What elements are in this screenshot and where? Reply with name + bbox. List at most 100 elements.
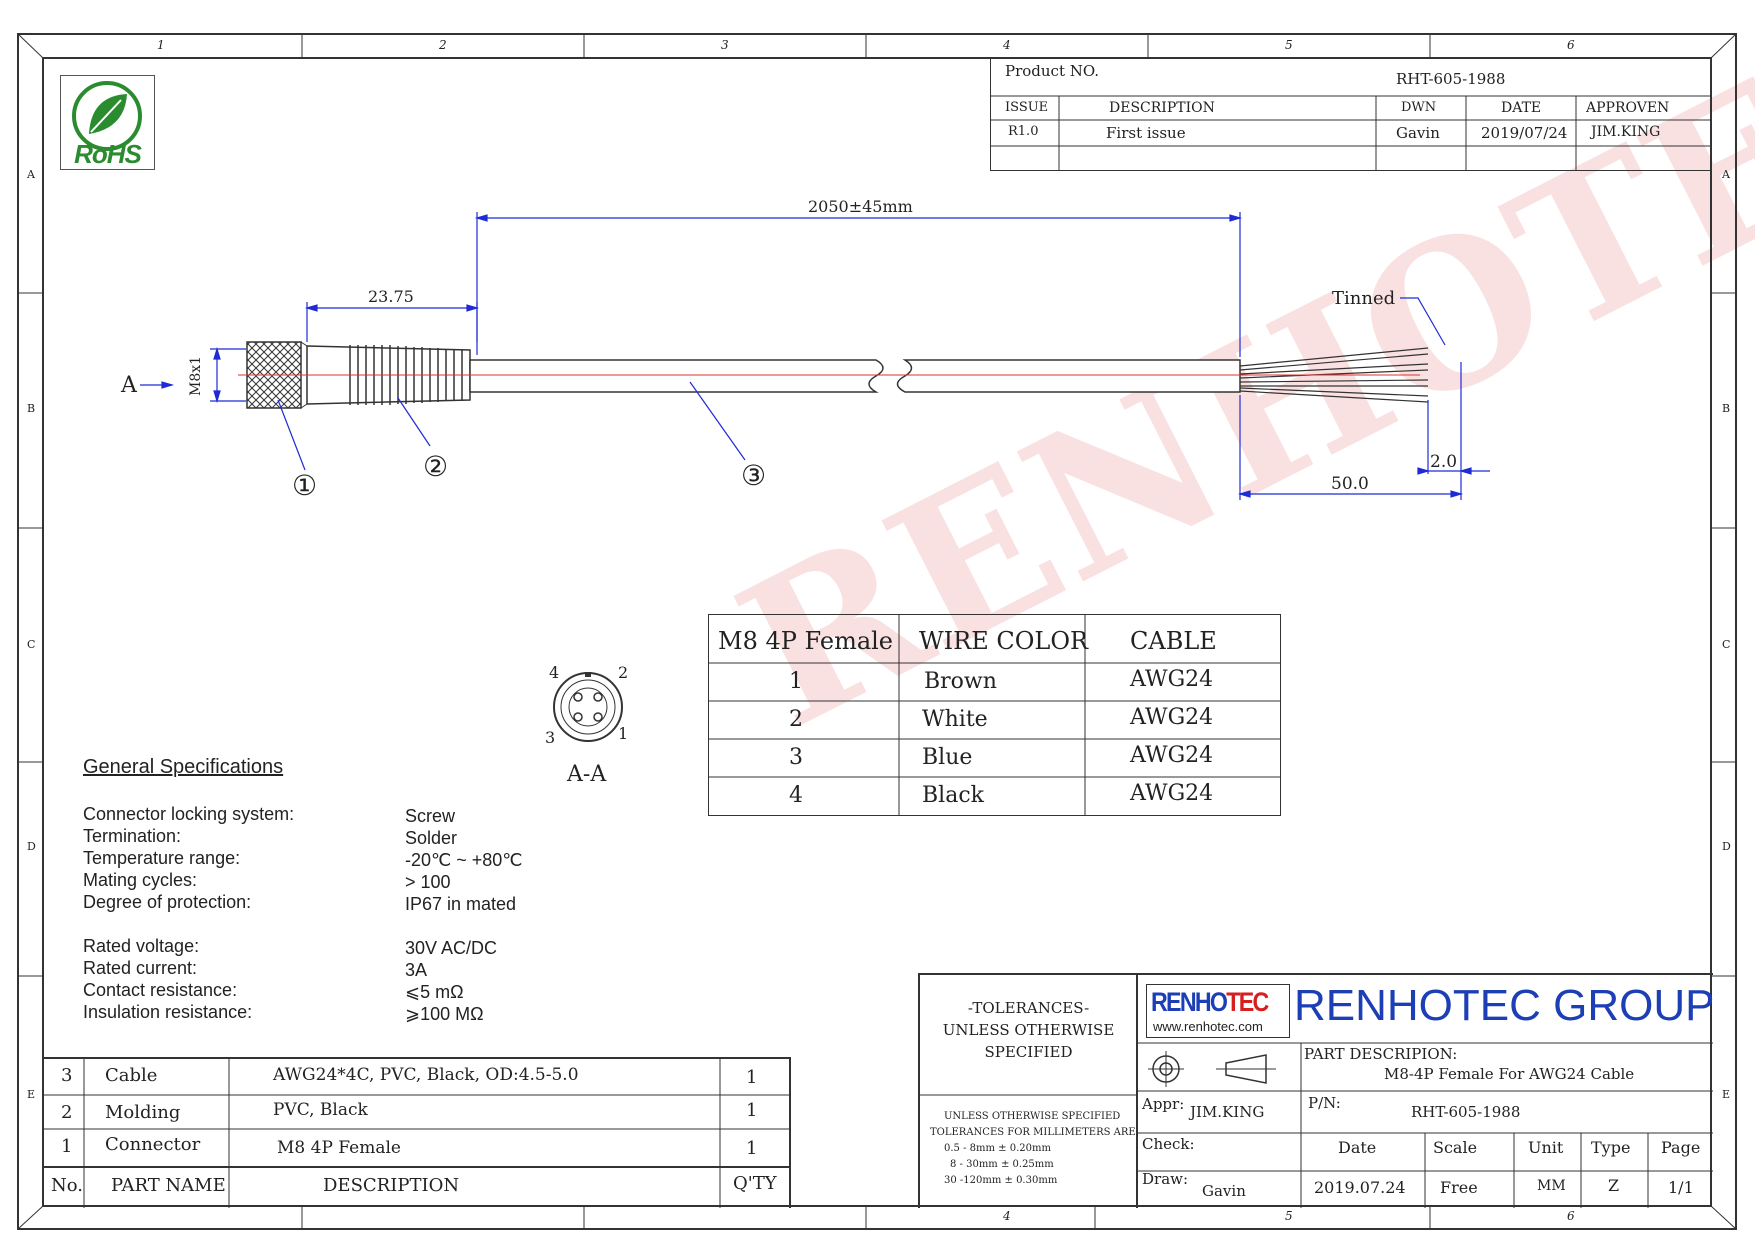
wire-table-row-4-color: Black [922,783,984,808]
spec-label: Rated voltage: [83,936,200,956]
rohs-logo: RoHS [60,75,155,170]
bom-row-3-no: 3 [61,1065,73,1086]
pin-4 [573,692,583,702]
bom-row-2-no: 2 [61,1102,73,1123]
bom-row-2-desc: PVC, Black [273,1100,368,1120]
dimension-lines [140,212,1490,500]
wire-table-row-3-color: Blue [922,745,973,770]
wire-table-header-cable: CABLE [1130,627,1217,655]
wire-table-row-4-pin: 4 [789,783,803,808]
wire-table-header-color: WIRE COLOR [919,627,1089,655]
wire-table-row-2-pin: 2 [789,707,803,732]
appr-label: Appr: [1142,1095,1185,1113]
col-label-4: 4 [1003,38,1011,52]
dim-tin-label: 2.0 [1430,452,1458,472]
type-col-label: Type [1591,1138,1631,1157]
bom-header-qty: Q'TY [733,1173,777,1194]
draw-label: Draw: [1142,1170,1189,1188]
pin-label-2: 2 [618,663,629,682]
spec-value: Screw [405,806,456,826]
spec-label: Mating cycles: [83,870,198,890]
row-label-d: D [27,840,36,853]
dwn-header: DWN [1401,100,1437,115]
description-value: First issue [1106,124,1186,142]
revision-block: Product NO. RHT-605-1988 ISSUE DESCRIPTI… [990,58,1712,171]
spec-value: Solder [405,828,458,848]
dim-connector-label: 23.75 [368,287,414,306]
pin-3 [573,712,583,722]
description-header: DESCRIPTION [1109,100,1215,116]
section-marker: A [121,373,137,398]
spec-label: Degree of protection: [83,892,252,912]
dwn-value: Gavin [1396,124,1440,142]
pinout-face [553,672,623,742]
row-label-a-right: A [1722,168,1730,181]
bom-row-3-qty: 1 [746,1067,758,1088]
draw-value: Gavin [1202,1182,1246,1200]
renhotec-logo-text-a: RENHO [1151,987,1228,1017]
scale-value: Free [1440,1178,1478,1197]
spec-label: Temperature range: [83,848,241,868]
part-description-value: M8-4P Female For AWG24 Cable [1384,1065,1635,1083]
bottom-col-label-6: 6 [1567,1209,1575,1223]
bottom-col-label-4: 4 [1003,1209,1011,1223]
bom-row-2-part: Molding [105,1102,181,1123]
company-name: RENHOTEC GROUP [1294,981,1715,1030]
check-label: Check: [1142,1135,1195,1153]
tolerances-note: UNLESS OTHERWISE SPECIFIED TOLERANCES FO… [930,1109,1139,1189]
pin-label-4: 4 [549,663,560,682]
section-view-label: A-A [567,762,607,787]
specs-title: General Specifications [83,756,284,778]
title-block: -TOLERANCES- UNLESS OTHERWISE SPECIFIED … [918,973,1715,1208]
product-no-label: Product NO. [1005,62,1100,80]
renhotec-logo-text-b: TEC [1226,987,1269,1017]
projection-symbol-icon [1148,1051,1276,1087]
bom-row-1-part: Connector [105,1134,201,1155]
dim-strip-label: 50.0 [1331,474,1369,494]
row-label-e: E [27,1088,36,1101]
bom-header-desc: DESCRIPTION [323,1175,460,1196]
bom-row-1-qty: 1 [746,1138,758,1159]
bom-header-no: No. [51,1175,83,1196]
bom-table: 3 Cable AWG24*4C, PVC, Black, OD:4.5-5.0… [43,1057,791,1208]
page-col-label: Page [1661,1138,1701,1157]
tolerance-line: TOLERANCES FOR MILLIMETERS ARE: [930,1127,1140,1138]
wire-table-row-1-color: Brown [924,669,997,694]
approven-value: JIM.KING [1591,124,1661,140]
dim-total-label: 2050±45mm [808,197,913,216]
col-label-1: 1 [157,38,165,52]
date-header: DATE [1501,100,1542,116]
bom-header-part: PART NAME [111,1175,226,1196]
row-label-e-right: E [1722,1088,1731,1101]
bottom-col-label-5: 5 [1285,1209,1293,1223]
row-label-b: B [27,402,36,415]
wire-table-header-pin: M8 4P Female [718,627,894,655]
spec-label: Termination: [83,826,182,846]
bom-row-1-no: 1 [61,1136,73,1157]
col-label-2: 2 [439,38,447,52]
pn-label: P/N: [1308,1094,1341,1112]
spec-value: 30V AC/DC [405,938,498,958]
rohs-text: RoHS [74,139,142,169]
wire-table-row-3-pin: 3 [789,745,803,770]
wire-table-row-2-color: White [922,707,988,732]
issue-header: ISSUE [1005,100,1049,115]
callout-2: ② [423,450,449,483]
appr-value: JIM.KING [1190,1103,1265,1121]
callout-3: ③ [741,459,767,492]
wire-table-row-2-cable: AWG24 [1130,705,1214,730]
row-label-c: C [27,638,36,651]
tolerance-line: UNLESS OTHERWISE SPECIFIED [944,1111,1121,1122]
renhotec-logo-text: RENHOTEC [1151,987,1269,1018]
wire-table-row-3-cable: AWG24 [1130,743,1214,768]
spec-value: -20℃ ~ +80℃ [405,850,523,870]
row-label-d-right: D [1722,840,1731,853]
general-specifications: General Specifications Connector locking… [83,756,643,1036]
spec-label: Connector locking system: [83,804,295,824]
tolerance-line: 0.5 - 8mm ± 0.20mm [944,1143,1051,1154]
spec-label: Rated current: [83,958,198,978]
thread-label: M8x1 [188,355,204,396]
stripped-wires [1239,347,1429,403]
wire-table-row-4-cable: AWG24 [1130,781,1214,806]
